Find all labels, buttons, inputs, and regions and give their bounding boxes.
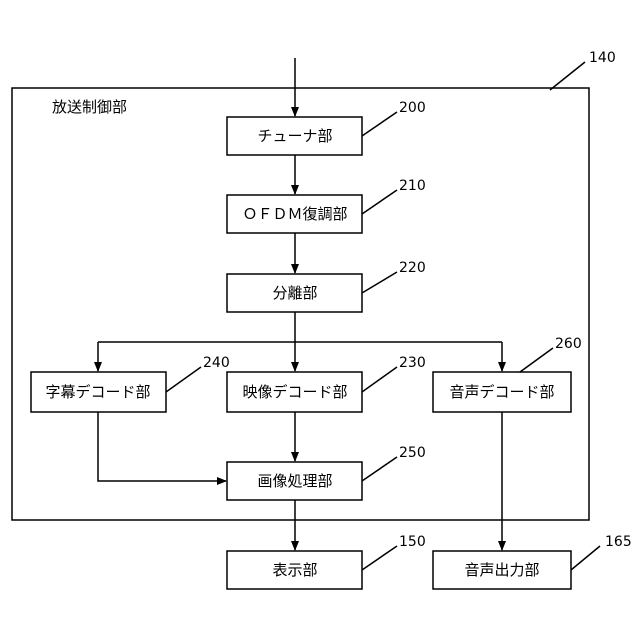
audio-decoder-ref: 260 (555, 336, 582, 352)
broadcast-control-unit-ref: 140 (589, 50, 616, 66)
display-ref: 150 (399, 534, 426, 550)
display-leader (362, 546, 397, 570)
video-decoder-label: 映像デコード部 (242, 383, 347, 401)
separator-ref: 220 (399, 260, 426, 276)
image-processor-label: 画像処理部 (257, 472, 332, 490)
audio-output-label: 音声出力部 (464, 561, 539, 579)
tuner-label: チューナ部 (257, 127, 332, 145)
image-processor-ref: 250 (399, 445, 426, 461)
subtitle-decoder-label: 字幕デコード部 (45, 383, 150, 401)
ofdm-demodulator-ref: 210 (399, 178, 426, 194)
video-decoder-ref: 230 (399, 355, 426, 371)
broadcast-control-unit-label: 放送制御部 (52, 98, 127, 116)
audio-output-ref: 165 (605, 534, 632, 550)
display-label: 表示部 (272, 561, 317, 579)
separator-label: 分離部 (272, 284, 317, 302)
tuner-ref: 200 (399, 100, 426, 116)
broadcast-control-unit-leader (550, 62, 585, 90)
audio-output-leader (571, 546, 600, 570)
audio-decoder-label: 音声デコード部 (449, 383, 554, 401)
ofdm-demodulator-label: ＯＦＤＭ復調部 (242, 205, 347, 223)
subtitle-decoder-ref: 240 (203, 355, 230, 371)
